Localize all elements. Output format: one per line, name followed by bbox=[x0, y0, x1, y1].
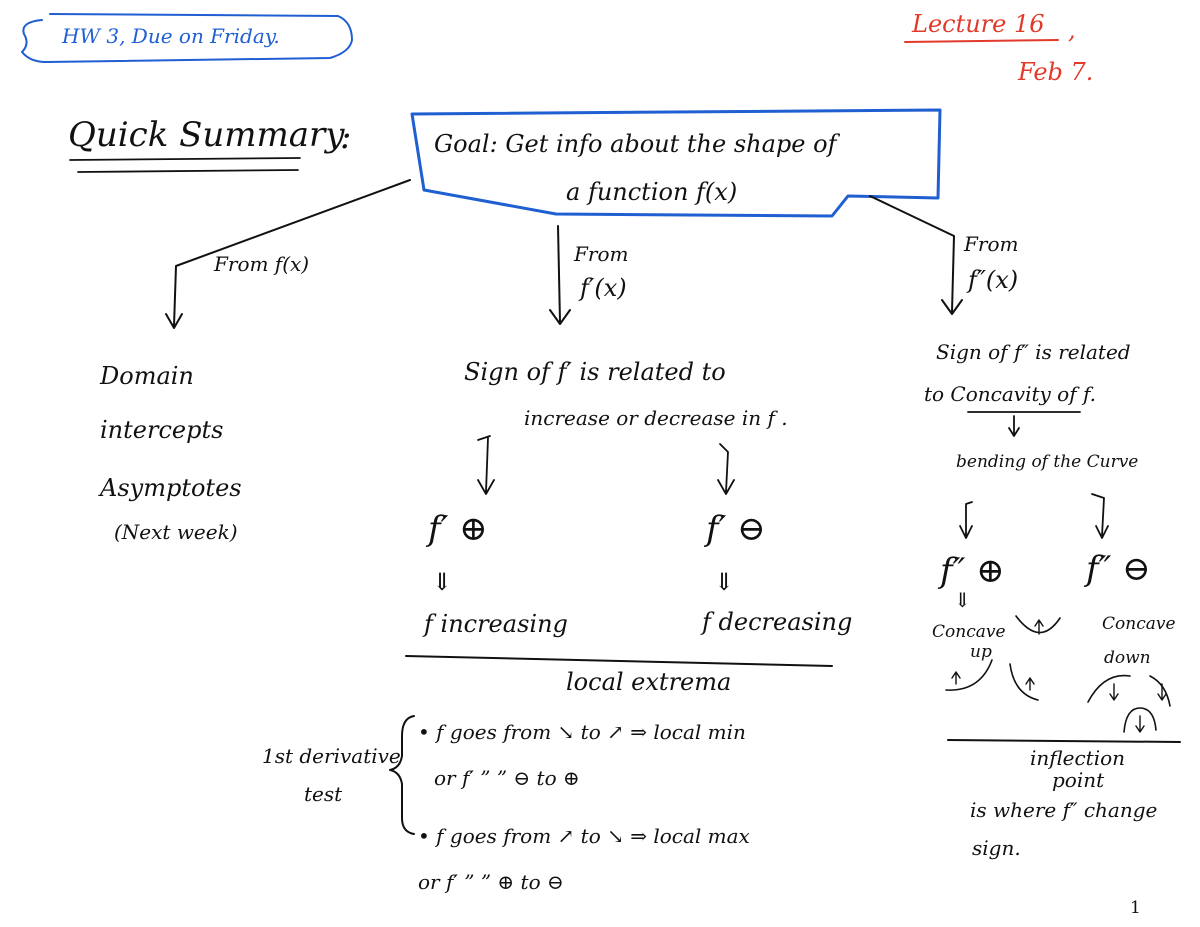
test-label-line-2: test bbox=[304, 782, 343, 806]
concave-down-curve-2 bbox=[1149, 675, 1171, 707]
lecture-underline bbox=[904, 39, 1059, 43]
f-decreasing: f decreasing bbox=[702, 608, 853, 636]
left-from-label: From f(x) bbox=[214, 252, 310, 276]
concave-up-label-2: up bbox=[970, 642, 992, 662]
middle-from-line-2: f′(x) bbox=[580, 274, 627, 302]
middle-implies-left: ⇓ bbox=[432, 568, 453, 596]
concave-up-curve-1 bbox=[1015, 615, 1061, 634]
f-double-prime-positive: f″ ⊕ bbox=[940, 551, 1005, 591]
right-implies: ⇓ bbox=[954, 588, 971, 612]
f-prime-pos-arrow bbox=[477, 435, 495, 495]
f-increasing: f increasing bbox=[424, 610, 568, 638]
summary-colon: : bbox=[340, 117, 352, 157]
f-prime-positive: f′ ⊕ bbox=[428, 509, 488, 549]
local-min-row-1: • f goes from ↘ to ↗ ⇒ local min bbox=[418, 720, 746, 744]
middle-sign-line-1: Sign of f′ is related to bbox=[464, 358, 726, 386]
concave-down-label-1: Concave bbox=[1102, 614, 1176, 634]
left-branch-arrowhead bbox=[165, 313, 183, 329]
inflection-line bbox=[947, 739, 1181, 743]
concave-down-ticks bbox=[1109, 683, 1167, 733]
bending-arrow bbox=[1008, 415, 1020, 437]
middle-from-line-1: From bbox=[574, 242, 629, 266]
right-from-line-2: f″(x) bbox=[968, 266, 1019, 294]
summary-title: Quick Summary bbox=[68, 115, 345, 155]
left-item-asymptotes: Asymptotes bbox=[100, 474, 242, 502]
inflection-line-1: inflection bbox=[1030, 746, 1126, 770]
local-extrema-label: local extrema bbox=[566, 668, 732, 696]
left-item-next-week: (Next week) bbox=[114, 520, 238, 544]
right-from-line-1: From bbox=[964, 232, 1019, 256]
goal-line-2: a function f(x) bbox=[566, 178, 738, 206]
goal-box bbox=[410, 108, 942, 218]
right-branch-arrowhead bbox=[941, 299, 963, 315]
local-min-row-2: or f′ ” ” ⊖ to ⊕ bbox=[434, 766, 580, 790]
f-double-pos-arrow bbox=[959, 501, 973, 539]
inflection-line-2: point bbox=[1052, 768, 1105, 792]
middle-sign-line-2: increase or decrease in f . bbox=[524, 406, 788, 430]
extrema-line bbox=[405, 655, 833, 667]
lecture-comma: , bbox=[1068, 16, 1076, 44]
left-branch-line bbox=[173, 179, 411, 327]
inflection-line-3: is where f″ change bbox=[970, 798, 1158, 822]
concave-down-label-2: down bbox=[1104, 648, 1151, 668]
concave-up-label-1: Concave bbox=[932, 622, 1006, 642]
goal-line-1: Goal: Get info about the shape of bbox=[434, 130, 837, 158]
left-item-domain: Domain bbox=[100, 362, 194, 390]
right-sign-line-1: Sign of f″ is related bbox=[936, 340, 1131, 364]
right-branch-line bbox=[869, 195, 955, 313]
concave-up-curve-3 bbox=[1009, 663, 1039, 701]
inflection-line-4: sign. bbox=[972, 836, 1021, 860]
f-double-neg-arrow bbox=[1091, 493, 1109, 539]
concave-up-curve-2 bbox=[945, 659, 993, 691]
lecture-date: Feb 7. bbox=[1018, 58, 1094, 86]
concave-down-curve-1 bbox=[1087, 674, 1131, 703]
lecture-number: Lecture 16 bbox=[912, 10, 1045, 38]
local-max-row-2: or f′ ” ” ⊕ to ⊖ bbox=[418, 870, 564, 894]
homework-note: HW 3, Due on Friday. bbox=[62, 24, 280, 48]
f-prime-neg-arrow bbox=[717, 443, 735, 495]
test-brace bbox=[389, 715, 415, 835]
homework-bracket bbox=[21, 13, 353, 63]
f-prime-negative: f′ ⊖ bbox=[706, 509, 766, 549]
f-double-prime-negative: f″ ⊖ bbox=[1086, 549, 1151, 589]
bending-of-curve: bending of the Curve bbox=[956, 452, 1139, 472]
local-max-row-1: • f goes from ↗ to ↘ ⇒ local max bbox=[418, 824, 750, 848]
middle-implies-right: ⇓ bbox=[714, 568, 735, 596]
summary-underline bbox=[69, 157, 301, 173]
concave-down-curve-3 bbox=[1123, 707, 1157, 733]
middle-branch-arrowhead bbox=[549, 309, 571, 325]
middle-branch-line bbox=[557, 225, 561, 323]
concave-up-ticks bbox=[951, 619, 1044, 691]
right-sign-line-2: to Concavity of f. bbox=[924, 382, 1097, 406]
page-number: 1 bbox=[1130, 898, 1141, 918]
test-label-line-1: 1st derivative bbox=[262, 744, 401, 768]
left-item-intercepts: intercepts bbox=[100, 416, 224, 444]
